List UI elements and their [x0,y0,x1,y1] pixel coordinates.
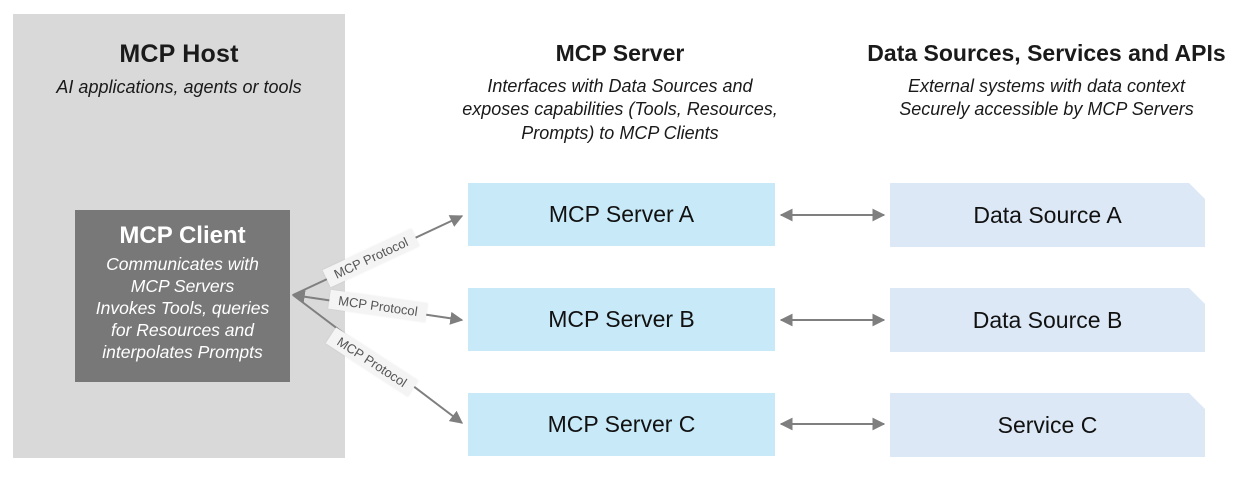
mcp-server-c-label: MCP Server C [547,411,696,437]
data-source-b-label: Data Source B [972,306,1123,333]
server-column-header: MCP Server Interfaces with Data Sources … [445,40,795,145]
data-column-subtitle: External systems with data context Secur… [858,75,1235,122]
service-c-box: Service C [890,393,1205,457]
data-source-a-box: Data Source A [890,183,1205,247]
server-subtitle-line: Interfaces with Data Sources and [487,76,753,96]
data-subtitle-line: External systems with data context [907,76,1186,96]
mcp-client-line: interpolates Prompts [102,342,263,363]
mcp-server-c-box: MCP Server C [468,393,775,456]
server-column-subtitle: Interfaces with Data Sources and exposes… [445,75,795,145]
data-subtitle-line: Securely accessible by MCP Servers [899,99,1194,120]
mcp-server-b-box: MCP Server B [468,288,775,351]
mcp-client-line: MCP Servers [130,276,235,297]
mcp-client-line: Invokes Tools, queries [95,298,270,319]
mcp-server-a-box: MCP Server A [468,183,775,246]
data-source-a-label: Data Source A [973,201,1122,228]
server-subtitle-line: exposes capabilities (Tools, Resources, [462,99,778,120]
mcp-server-a-label: MCP Server A [548,201,695,227]
mcp-client-title: MCP Client [119,222,246,249]
mcp-host-header: MCP Host AI applications, agents or tool… [13,40,345,98]
mcp-host-title: MCP Host [119,40,239,68]
data-source-b-box: Data Source B [890,288,1205,352]
data-column-title: Data Sources, Services and APIs [867,40,1226,66]
mcp-server-b-label: MCP Server B [548,306,695,332]
mcp-client-line: for Resources and [111,320,254,341]
mcp-client-box: MCP Client Communicates with MCP Servers… [75,210,290,382]
server-column-title: MCP Server [555,40,685,66]
data-column-header: Data Sources, Services and APIs External… [858,40,1235,122]
service-c-label: Service C [997,411,1098,438]
mcp-client-line: Communicates with [106,254,259,274]
server-subtitle-line: Prompts) to MCP Clients [521,122,719,143]
mcp-host-subtitle: AI applications, agents or tools [56,77,302,97]
